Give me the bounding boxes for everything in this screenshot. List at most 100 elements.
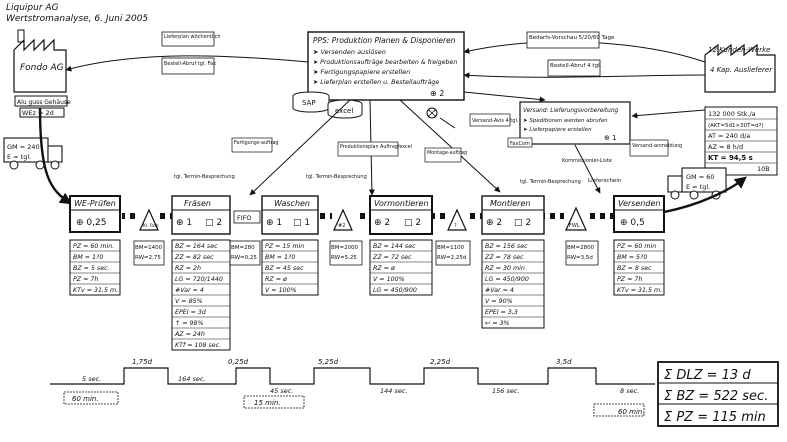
summary-dlz: Σ DLZ = 13 d — [664, 368, 751, 383]
timeline-lower-1: 164 sec. — [178, 375, 206, 383]
system-excel: excel — [335, 107, 353, 115]
data-box-1-row-3: LG = 720/1440 — [175, 276, 223, 283]
customer-data-1: (AKT=5d1×30T=d?) — [708, 123, 764, 129]
shipping-office-box: Versand: Lieferungsvorbereitung ➤ Spedit… — [426, 91, 706, 157]
shipping-item-1: ➤ Lieferpapiere erstellen — [523, 127, 592, 133]
shipping-title: Versand: Lieferungsvorbereitung — [523, 108, 619, 114]
data-box-1-row-7: ↑ = 98% — [175, 320, 204, 327]
timeline-box-2: 60 min. — [618, 408, 645, 416]
customer-info-flows: Bedarfs-Vorschau 5/20/60 Tage Bestell-Ab… — [463, 31, 706, 79]
inbound-wez: WEz = 2d — [22, 109, 54, 117]
process-name-0: WE-Prüfen — [74, 199, 116, 208]
data-box-3-row-3: V = 100% — [373, 276, 405, 283]
flow-lieferschein: Lieferschein — [588, 178, 622, 184]
data-box-5-row-3: PZ = 7h — [617, 276, 642, 283]
process-ops-4: ⊕ 2 — [486, 218, 502, 228]
supplier-factory: Fondo AG Alu guss Gehäuse — [13, 29, 71, 107]
flow-lieferplan: Lieferplan wöchentlich — [164, 34, 221, 40]
data-box-3-row-1: ZZ = 72 sec — [372, 254, 412, 261]
timeline-upper-4: 3,5d — [556, 358, 572, 366]
flow-termin-2: tgl. Termin-Besprechung — [306, 174, 367, 180]
data-box-4-row-3: LG = 450/900 — [485, 276, 529, 283]
data-box-0-row-0: PZ = 60 min. — [73, 243, 114, 250]
ppc-item-3: ➤ Lieferplan erstellen u. Bestellaufträg… — [313, 78, 439, 86]
process-ops-5: ⊕ 0,5 — [620, 218, 645, 228]
data-box-2-row-3: RZ = ø — [265, 276, 287, 283]
data-box-0-row-3: PZ = 7h — [73, 276, 98, 283]
timeline-upper-1: 0,25d — [228, 358, 249, 366]
process-shift-4: □ 2 — [514, 218, 531, 228]
customer-data-0: 132 000 Stk./a — [708, 110, 756, 118]
inbound-truck: WEz = 2d GM = 240 E = tgl. — [3, 107, 73, 205]
data-box-2-row-2: BZ = 45 sec — [265, 265, 304, 272]
data-box-5-row-0: PZ = 60 min — [617, 243, 656, 250]
data-box-0-row-4: KTv = 31,5 m. — [73, 287, 118, 294]
data-box-4-row-7: ↩ = 3% — [485, 320, 510, 327]
inventory-3: #2 BM=2000 RW=5,25 — [329, 208, 363, 266]
data-box-5-row-4: KTv = 31,5 m. — [617, 287, 662, 294]
process-we-pruefen: WE-Prüfen ⊕ 0,25 — [69, 195, 121, 233]
data-box-2-row-0: PZ = 15 min — [265, 243, 304, 250]
outbound-gm: GM = 60 — [686, 173, 715, 181]
inventory-rw-3: RW=5,25 — [331, 255, 357, 261]
customer-data-4: KT = 94,5 s — [708, 154, 753, 162]
inventory-rw-4: RW=2,25d — [437, 255, 466, 261]
outbound-freq: E = tgl. — [686, 183, 710, 191]
inventory-bm-5: BM=2800 — [567, 245, 595, 251]
data-box-0-row-2: BZ = 5 sec. — [73, 265, 110, 272]
supplier-tag: Alu guss Gehäuse — [17, 99, 71, 106]
process-shift-3: □ 2 — [404, 218, 421, 228]
data-box-4-row-0: BZ = 156 sec — [485, 243, 528, 250]
process-shift-1: □ 2 — [205, 218, 222, 228]
data-box-1-row-0: BZ = 164 sec — [175, 243, 218, 250]
process-waschen: Waschen ⊕ 1 □ 1 — [261, 195, 319, 235]
inventory-label-3: #2 — [338, 223, 345, 229]
process-vormontieren: Vormontieren ⊕ 2 □ 2 — [369, 195, 433, 235]
material-push-arrows — [122, 213, 614, 219]
data-box-1-row-4: #Var = 4 — [175, 287, 204, 294]
data-box-5-row-1: BM = 5?0 — [617, 254, 647, 261]
process-ops-1: ⊕ 1 — [176, 218, 192, 228]
customer-factory: 12 Kunden-Werke 4 Kap. Auslieferer 132 0… — [704, 43, 778, 176]
inventory-4: ? BM=1100 RW=2,25d — [435, 208, 471, 266]
outbound-truck: GM = 60 E = tgl. — [663, 167, 747, 214]
process-name-5: Versenden — [618, 199, 660, 208]
process-name-3: Vormontieren — [374, 199, 429, 208]
data-box-3-row-0: BZ = 144 sec — [373, 243, 416, 250]
data-box-5: PZ = 60 min BM = 5?0 BZ = 8 sec PZ = 7h KTv … — [613, 239, 665, 296]
data-box-3-row-2: RZ = ø — [373, 265, 395, 272]
shipping-shift: ⊕ 1 — [604, 134, 617, 142]
timeline-lower-2: 45 sec. — [270, 387, 293, 395]
production-control-box: PPS: Produktion Planen & Disponieren ➤ V… — [292, 31, 465, 119]
customer-data-3: AZ = 8 h/d — [708, 143, 743, 151]
flow-bestell-abruf-kunde: Bestell-Abruf 4 tgl. — [550, 63, 602, 69]
inbound-freq: E = tgl. — [7, 153, 31, 161]
production-info-arrows: Fertigungs-auftrag Produktionsplan Auftr… — [174, 99, 622, 196]
timeline-lower-3: 144 sec. — [380, 387, 408, 395]
shipping-note-anmeldung: Versand-anmeldung — [632, 143, 682, 149]
process-data-boxes: PZ = 60 min.BM = 1?0BZ = 5 sec.PZ = 7hKT… — [69, 239, 665, 351]
inventory-bm-4: BM=1100 — [437, 245, 465, 251]
data-box-3-row-4: LG = 450/900 — [373, 287, 417, 294]
inventory-rw-5: RW=3,5d — [567, 255, 593, 261]
shipping-note-avis: Versand-Avis 4 tgl. — [472, 118, 519, 124]
data-box-4-row-5: V = 90% — [485, 298, 513, 305]
data-box-4-row-4: #Var = 4 — [485, 287, 514, 294]
supplier-info-flows: Lieferplan wöchentlich Bestell-Abruf tgl… — [65, 31, 309, 75]
data-box-1-row-8: AZ = 24h — [174, 331, 205, 338]
data-box-5-row-2: BZ = 8 sec — [617, 265, 652, 272]
inventory-bm-1: BM=1400 — [135, 245, 163, 251]
timeline: 1,75d 0,25d 5,25d 2,25d 3,5d 5 sec. 164 … — [50, 358, 655, 417]
shipping-note-faxcom: FaxCom — [510, 141, 530, 147]
data-box-4-row-2: RZ = 30 min — [485, 265, 525, 272]
ppc-item-2: ➤ Fertigungspapiere erstellen — [313, 68, 410, 76]
inventory-1: Kl. Rob BM=1400 RW=2,75 — [133, 208, 165, 266]
inventory-bm-2: BM=280 — [231, 245, 255, 251]
data-box-1-row-2: RZ = 2h — [175, 265, 201, 272]
inventory-label-1: Kl. Rob — [143, 223, 159, 229]
inventory-label-2: FIFO — [237, 214, 252, 222]
flow-montageauftrag: Montage-auftrag — [427, 150, 467, 156]
